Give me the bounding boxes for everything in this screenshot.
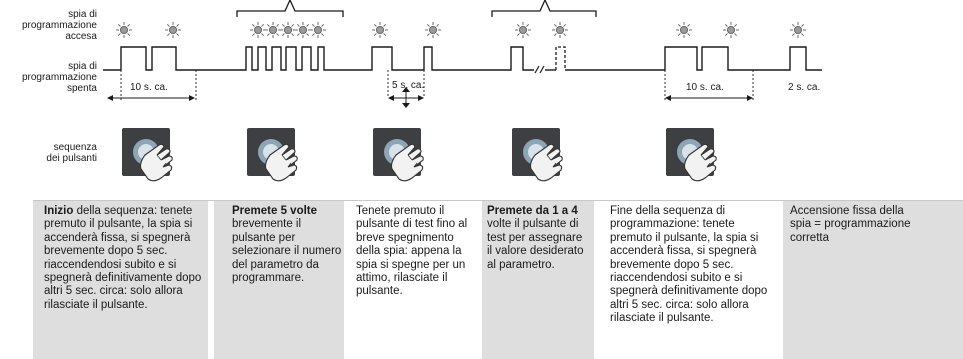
lamp-icon <box>310 22 326 38</box>
label-button-sequence: sequenza dei pulsanti <box>46 142 97 164</box>
lamp-icons <box>116 22 806 38</box>
duration-10s-end: 10 s. ca. <box>686 82 724 93</box>
lamp-icon <box>676 22 692 38</box>
lamp-icon <box>265 22 281 38</box>
lamp-icon <box>372 22 388 38</box>
lamp-icon <box>552 22 568 38</box>
lamp-icon <box>280 22 296 38</box>
panel-step-2 <box>214 200 344 359</box>
panel-step-1 <box>33 200 208 359</box>
hand-press-icon <box>246 127 304 185</box>
step-2-text: Premete 5 volte brevemente il pulsante p… <box>232 205 342 285</box>
panel-step-6 <box>783 200 963 359</box>
timing-diagram <box>103 0 822 108</box>
lamp-icon <box>165 22 181 38</box>
label-led-on: spia di programmazione accesa <box>21 9 97 42</box>
step-6-text: Accensione fissa della spia = programmaz… <box>790 205 911 244</box>
lamp-icon <box>515 22 531 38</box>
hand-press-icon <box>511 127 569 185</box>
lamp-icon <box>790 22 806 38</box>
lamp-icon <box>295 22 311 38</box>
duration-2s: 2 s. ca. <box>788 82 821 93</box>
led-waveform-3 <box>565 46 822 71</box>
label-led-off: spia di programmazione spenta <box>21 61 97 94</box>
lamp-icon <box>250 22 266 38</box>
duration-10s-start: 10 s. ca. <box>130 82 168 93</box>
step-1-text: Inizio della sequenza: tenete premuto il… <box>44 205 202 311</box>
hand-press-icon <box>665 127 723 185</box>
hand-press-icon <box>372 127 430 185</box>
led-waveform-dashed <box>555 46 566 70</box>
step-3-text: Tenete premuto il pulsante di test fino … <box>356 205 468 298</box>
led-waveform <box>103 46 534 71</box>
bracket-value <box>491 0 597 17</box>
lamp-icon <box>116 22 132 38</box>
lamp-icon <box>425 22 441 38</box>
step-5-text: Fine della sequenza di programmazione: t… <box>610 205 768 325</box>
step-4-text: Premete da 1 a 4 volte il pulsante di te… <box>487 205 584 271</box>
bracket-parameter <box>236 0 344 17</box>
panel-step-4 <box>482 200 594 359</box>
lamp-icon <box>723 22 739 38</box>
hand-press-icon <box>121 127 179 185</box>
duration-5s: 5 s. ca. <box>392 80 425 91</box>
